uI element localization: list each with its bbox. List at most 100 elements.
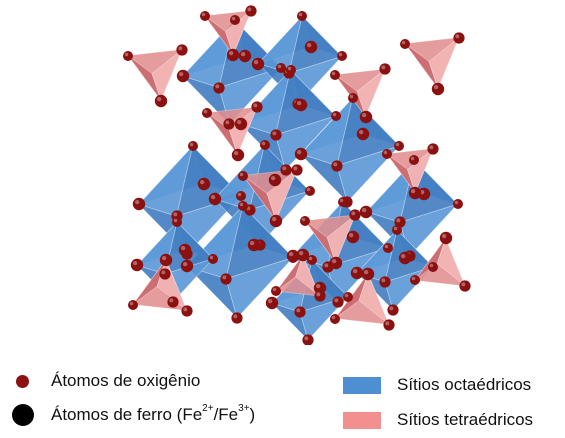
oxygen-atom bbox=[398, 251, 412, 265]
oxygen-atom-highlight bbox=[249, 240, 255, 246]
oxygen-atom-highlight bbox=[228, 50, 234, 56]
oxygen-atom bbox=[348, 93, 358, 103]
tetrahedral-site-face bbox=[206, 112, 238, 155]
legend-iron-label: Átomos de ferro (Fe2+/Fe3+) bbox=[51, 403, 255, 425]
oxygen-atom-highlight bbox=[410, 156, 415, 161]
oxygen-atom bbox=[332, 296, 344, 308]
oxygen-atom bbox=[350, 266, 364, 280]
oxygen-atom-highlight bbox=[429, 263, 434, 268]
oxygen-atom-highlight bbox=[455, 34, 460, 39]
oxygen-atom-highlight bbox=[173, 218, 178, 223]
oxygen-atom bbox=[231, 312, 243, 324]
oxygen-atom-highlight bbox=[433, 84, 439, 90]
oxygen-atom bbox=[234, 117, 248, 131]
oxygen-atom bbox=[392, 225, 402, 235]
oxygen-atom-highlight bbox=[298, 12, 303, 17]
oxygen-atom-highlight bbox=[129, 301, 134, 306]
oxygen-atom bbox=[356, 127, 370, 141]
oxygen-atom bbox=[154, 94, 168, 108]
oxygen-atom-highlight bbox=[331, 315, 336, 320]
oxygen-atom-highlight bbox=[349, 94, 354, 99]
oxygen-atom-highlight bbox=[182, 261, 188, 267]
oxygen-atom-marker bbox=[16, 374, 29, 388]
oxygen-atom-highlight bbox=[306, 187, 311, 192]
legend-oxygen-label: Átomos de oxigênio bbox=[51, 371, 201, 390]
oxygen-atom bbox=[213, 82, 225, 94]
tetrahedral-site-face bbox=[228, 105, 259, 156]
oxygen-atom bbox=[383, 243, 393, 253]
oxygen-atom bbox=[338, 197, 348, 207]
oxygen-atom bbox=[427, 143, 439, 155]
oxygen-atom bbox=[379, 276, 391, 288]
oxygen-atom-highlight bbox=[401, 40, 406, 45]
oxygen-atom bbox=[379, 63, 391, 75]
oxygen-atom-highlight bbox=[298, 250, 304, 256]
oxygen-atom bbox=[291, 164, 303, 176]
oxygen-atom bbox=[294, 98, 308, 112]
tetrahedral-swatch bbox=[343, 411, 381, 429]
oxygen-atom bbox=[297, 11, 307, 21]
iron-label-mid: /Fe bbox=[213, 405, 239, 424]
tetrahedral-site-face bbox=[428, 36, 460, 90]
oxygen-atom-highlight bbox=[384, 244, 389, 249]
oxygen-atom bbox=[180, 259, 194, 273]
oxygen-atom-highlight bbox=[441, 233, 447, 239]
octahedral-site-face bbox=[225, 256, 295, 319]
oxygen-atom-highlight bbox=[215, 84, 220, 89]
oxygen-atom bbox=[300, 216, 310, 226]
oxygen-atom bbox=[302, 334, 314, 345]
oxygen-atom-highlight bbox=[132, 260, 138, 266]
oxygen-atom bbox=[343, 292, 353, 302]
oxygen-atom bbox=[408, 186, 422, 200]
oxygen-atom bbox=[453, 32, 465, 44]
oxygen-atom-highlight bbox=[389, 306, 394, 311]
tetrahedral-site-face bbox=[151, 48, 183, 102]
oxygen-atom-highlight bbox=[282, 166, 287, 171]
oxygen-atom bbox=[269, 214, 283, 228]
oxygen-atom bbox=[220, 273, 232, 285]
oxygen-atom-highlight bbox=[410, 188, 416, 194]
oxygen-atom bbox=[304, 40, 318, 54]
oxygen-atoms-layer bbox=[123, 5, 471, 345]
oxygen-atom-highlight bbox=[361, 207, 367, 213]
oxygen-atom-highlight bbox=[306, 42, 312, 48]
oxygen-atom bbox=[231, 148, 245, 162]
oxygen-atom bbox=[331, 160, 343, 172]
oxygen-atom bbox=[238, 171, 248, 181]
oxygen-atom-highlight bbox=[351, 211, 356, 216]
legend-tetrahedral-label: Sítios tetraédricos bbox=[397, 410, 534, 429]
oxygen-atom-highlight bbox=[271, 216, 277, 222]
oxygen-atom-highlight bbox=[237, 192, 242, 197]
oxygen-atom bbox=[346, 230, 360, 244]
oxygen-atom-highlight bbox=[169, 298, 174, 303]
oxygen-atom-highlight bbox=[247, 7, 252, 12]
oxygen-atom bbox=[238, 49, 252, 63]
oxygen-atom bbox=[349, 209, 361, 221]
oxygen-atom-highlight bbox=[178, 46, 183, 51]
oxygen-atom bbox=[361, 267, 375, 281]
oxygen-atom-highlight bbox=[400, 253, 406, 259]
oxygen-atom-highlight bbox=[338, 52, 343, 57]
oxygen-atom-highlight bbox=[411, 276, 416, 281]
oxygen-atom-highlight bbox=[334, 298, 339, 303]
oxygen-atom bbox=[181, 305, 193, 317]
tetrahedral-site-face bbox=[295, 254, 321, 298]
oxygen-atom-highlight bbox=[210, 194, 216, 200]
oxygen-atom bbox=[280, 164, 292, 176]
oxygen-atom-highlight bbox=[267, 298, 273, 304]
oxygen-atom bbox=[178, 243, 192, 257]
oxygen-atom bbox=[394, 216, 406, 228]
oxygen-atom-highlight bbox=[240, 51, 246, 57]
oxygen-atom-highlight bbox=[225, 120, 230, 125]
oxygen-atom-highlight bbox=[383, 150, 388, 155]
oxygen-atom-highlight bbox=[331, 258, 337, 264]
oxygen-atom bbox=[331, 111, 341, 121]
tetrahedral-site-face bbox=[436, 237, 467, 288]
oxygen-atom-highlight bbox=[324, 263, 329, 268]
oxygen-atom bbox=[197, 177, 211, 191]
iron-charge-3: 3+ bbox=[238, 403, 250, 414]
oxygen-atom-highlight bbox=[308, 256, 313, 261]
oxygen-atom bbox=[172, 217, 182, 227]
oxygen-atom-highlight bbox=[189, 142, 194, 147]
legend-iron: Átomos de ferro (Fe2+/Fe3+) bbox=[12, 404, 255, 426]
